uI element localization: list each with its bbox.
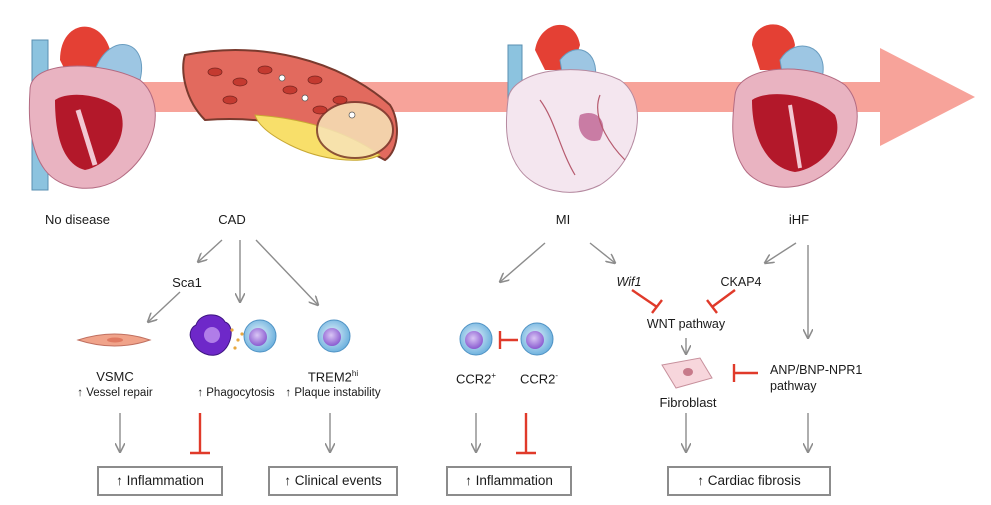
vessel-repair-label: ↑ Vessel repair [77,387,153,399]
ccr2-negative-cell [520,322,554,356]
wnt-pathway-label: WNT pathway [646,317,726,331]
phagocytosis-label: ↑ Phagocytosis [197,387,275,399]
clinical-events-box: ↑ Clinical events [268,466,398,496]
ccr2-positive-base: CCR2 [455,371,492,387]
ccr2-negative-superscript: - [555,371,559,380]
anp-bnp-npr1-label: ANP/BNP-NPR1 [770,363,863,377]
ckap4-label: CKAP4 [720,275,762,289]
stage-label-ihf: iHF [788,212,810,227]
stage-label-mi: MI [555,212,571,227]
healthy-heart-illustration [28,26,156,191]
cardiac-fibrosis-box: ↑ Cardiac fibrosis [667,466,831,496]
cad-inflammation-box: ↑ Inflammation [97,466,223,496]
artery-plaque-illustration [182,49,398,162]
anp-pathway-label: pathway [770,379,817,393]
mi-inflammation-box: ↑ Inflammation [446,466,572,496]
trem2-cell [317,319,351,353]
inhibitory-arrows [190,289,758,455]
trem2-label: TREM2hi [308,369,358,384]
fibroblast-label: Fibroblast [659,395,717,410]
ccr2-negative-base: CCR2 [519,371,556,387]
ccr2-positive-label: CCR2+ [456,371,496,386]
infarcted-heart-illustration [505,24,638,193]
vsmc-label: VSMC [96,369,134,384]
wif1-label: Wif1 [616,275,642,289]
ccr2-positive-cell [459,322,493,356]
stage-label-cad: CAD [218,212,246,227]
fibroblast-cell [661,357,713,389]
trem2-superscript: hi [351,369,359,378]
phagocytosis-cells [189,314,277,356]
ccr2-negative-label: CCR2- [520,371,558,386]
gray-arrows [120,239,808,452]
stage-label-no-disease: No disease [45,212,111,227]
plaque-instability-label: ↑ Plaque instability [285,387,381,399]
sca1-label: Sca1 [172,275,202,290]
ccr2-positive-superscript: + [491,371,497,380]
failing-heart-illustration [732,24,858,188]
trem2-base: TREM2 [307,369,352,385]
vsmc-cell [76,333,152,347]
